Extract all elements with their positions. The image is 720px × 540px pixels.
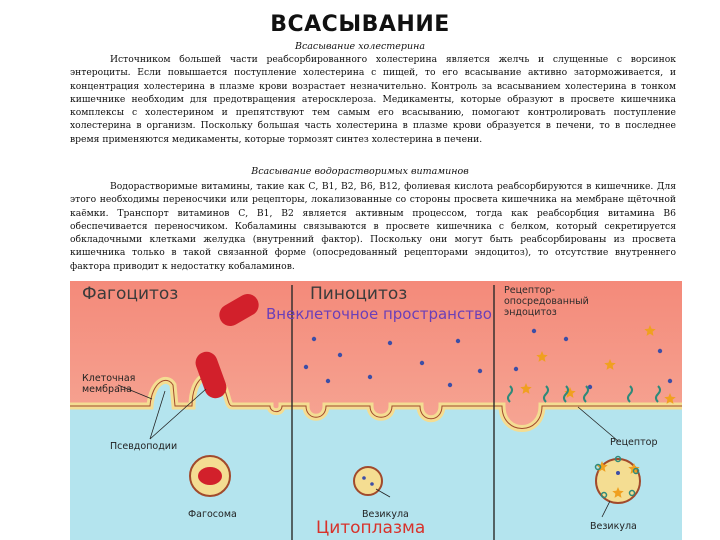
solute-particle <box>455 338 461 344</box>
ligand-star <box>612 487 624 498</box>
receptor-icon <box>594 463 602 471</box>
receptor-icon <box>627 385 633 403</box>
ligand-star <box>644 325 656 336</box>
label-phagocytosis: Фагоцитоз <box>82 284 178 304</box>
label-receptor-endocytosis-1: Рецептор- <box>504 285 555 296</box>
solute-particle <box>303 364 309 370</box>
solute-particle <box>513 366 519 372</box>
receptor-icon <box>600 491 608 499</box>
label-cytoplasm: Цитоплазма <box>316 518 425 538</box>
receptor-icon <box>507 385 513 403</box>
section-heading-cholesterol: Всасывание холестерина <box>294 41 426 52</box>
page-title: ВСАСЫВАНИЕ <box>270 12 450 37</box>
receptor-icon <box>632 467 640 475</box>
ligand-star <box>604 359 616 370</box>
solute-particle <box>657 348 663 354</box>
solute-particle <box>325 378 331 384</box>
ligand-star <box>664 393 676 404</box>
solute-particle <box>387 340 393 346</box>
solute-particle <box>477 368 483 374</box>
label-extracellular: Внеклеточное пространство <box>266 305 492 323</box>
ligand-star <box>564 387 576 398</box>
label-receptor: Рецептор <box>610 437 657 448</box>
label-receptor-endocytosis-3: эндоцитоз <box>504 307 557 318</box>
label-vesicle-receptor: Везикула <box>590 521 637 532</box>
ligand-star <box>520 383 532 394</box>
label-pointers <box>117 384 619 518</box>
receptor-icon <box>628 489 636 497</box>
receptor-icon <box>543 385 549 403</box>
solute-particle <box>337 352 343 358</box>
bacterium <box>219 294 259 326</box>
bacterium-engulfed <box>195 351 227 399</box>
solute-particle <box>531 328 537 334</box>
solute-particle <box>667 378 673 384</box>
cell-membrane-inner <box>70 374 682 429</box>
pinocytosis-vesicle <box>353 466 383 496</box>
paragraph-vitamins-text: Водорастворимые витамины, такие как С, В… <box>70 181 676 272</box>
receptor-icon <box>563 385 569 403</box>
label-pseudopodia: Псевдоподии <box>110 441 177 452</box>
receptor-icon <box>614 455 622 463</box>
label-pinocytosis: Пиноцитоз <box>310 284 407 304</box>
solute-particle <box>563 336 569 342</box>
solute-particle <box>419 360 425 366</box>
paragraph-cholesterol-text: Источником большей части реабсорбированн… <box>70 54 676 145</box>
label-vesicle: Везикула <box>362 509 409 520</box>
ligand-star <box>536 351 548 362</box>
receptor-icon <box>583 385 589 403</box>
solute-particle <box>311 336 317 342</box>
phagosome <box>189 455 231 497</box>
label-receptor-endocytosis-2: опосредованный <box>504 296 589 307</box>
solute-particle <box>447 382 453 388</box>
solute-particle <box>367 374 373 380</box>
section-heading-vitamins: Всасывание водорастворимых витаминов <box>251 166 469 177</box>
label-phagosome: Фагосома <box>188 509 237 520</box>
endocytosis-figure: Фагоцитоз Пиноцитоз Рецептор- опосредова… <box>70 281 682 540</box>
receptor-icon <box>655 385 661 403</box>
paragraph-cholesterol: Источником большей части реабсорбированн… <box>70 53 676 146</box>
cytoplasm-region <box>70 375 682 540</box>
solute-particle <box>587 384 593 390</box>
paragraph-vitamins: Водорастворимые витамины, такие как С, В… <box>70 180 676 273</box>
label-membrane-1: Клеточная <box>82 373 135 384</box>
label-membrane-2: мембрана <box>82 384 132 395</box>
